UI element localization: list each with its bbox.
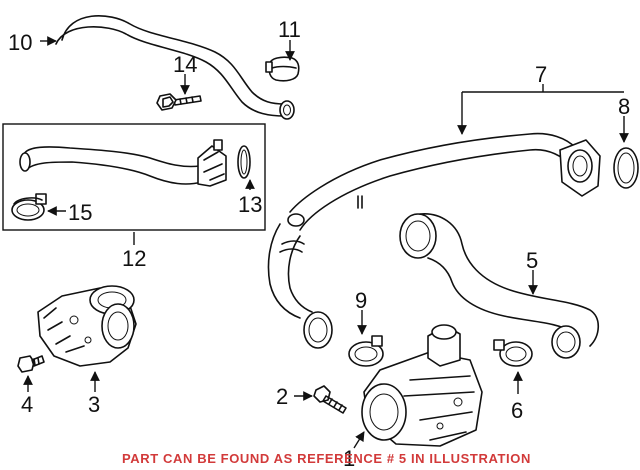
callout-9: 9: [355, 288, 367, 313]
part-1-water-pump[interactable]: [361, 324, 483, 447]
leader-lines: [23, 36, 629, 449]
part-5-hose[interactable]: [399, 213, 600, 359]
part-8-oring[interactable]: [613, 147, 639, 189]
part-2-bolt[interactable]: [313, 385, 347, 414]
part-10-hose[interactable]: [55, 15, 295, 120]
callout-11: 11: [278, 17, 301, 42]
part-9-clamp[interactable]: [348, 335, 384, 367]
callout-7: 7: [535, 62, 547, 87]
part-15-clamp[interactable]: [11, 193, 47, 221]
callout-5: 5: [526, 248, 538, 273]
part-7-hose[interactable]: [267, 132, 601, 349]
callout-15: 15: [68, 200, 92, 225]
footer-notice: PART CAN BE FOUND AS REFERENCE # 5 IN IL…: [122, 451, 531, 466]
callout-6: 6: [511, 398, 523, 423]
part-3-thermostat[interactable]: [37, 285, 137, 367]
callout-8: 8: [618, 94, 630, 119]
callout-3: 3: [88, 392, 100, 417]
callout-2: 2: [276, 384, 288, 409]
part-12-hose[interactable]: [19, 139, 227, 187]
part-13-oring[interactable]: [237, 145, 251, 179]
part-11-clamp[interactable]: [265, 56, 300, 82]
callout-1: 1: [343, 446, 355, 470]
part-14-bolt[interactable]: [156, 93, 202, 111]
part-4-bolt[interactable]: [17, 355, 45, 373]
part-6-clamp[interactable]: [493, 339, 533, 367]
group-12-box: [2, 123, 266, 231]
callout-10: 10: [8, 30, 32, 55]
callout-labels: 10 11 14 13 15 12 7 8 5 9 6 2 3 4 1: [8, 17, 630, 470]
callout-12: 12: [122, 246, 146, 271]
callout-4: 4: [21, 392, 33, 417]
callout-13: 13: [238, 192, 262, 217]
callout-14: 14: [173, 52, 197, 77]
